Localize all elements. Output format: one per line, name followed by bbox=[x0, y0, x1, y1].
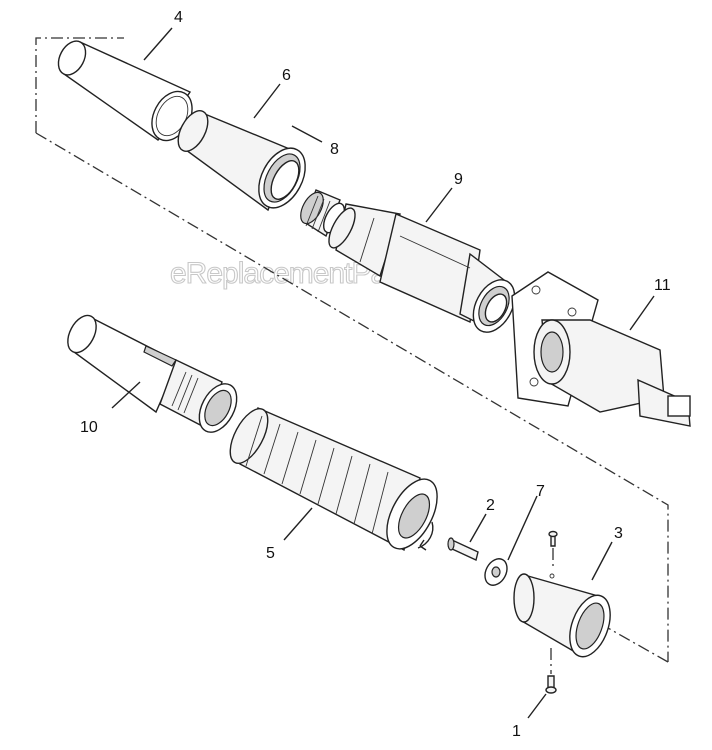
part-2-pin bbox=[447, 537, 479, 561]
callouts: 4 6 8 9 11 10 5 2 7 3 1 bbox=[80, 9, 671, 740]
leader-lines bbox=[111, 27, 655, 719]
assembly-boundary bbox=[35, 37, 669, 663]
part-4-sleeve bbox=[57, 40, 193, 142]
part-5-ribbed-body bbox=[229, 407, 438, 552]
part-9-motor bbox=[328, 203, 516, 333]
callout-10: 10 bbox=[80, 419, 98, 436]
part-1-screw bbox=[545, 675, 557, 694]
callout-2: 2 bbox=[486, 497, 495, 514]
callout-6: 6 bbox=[282, 67, 291, 84]
part-3-collar bbox=[513, 573, 611, 658]
upper-screw bbox=[548, 530, 558, 547]
part-7-washer bbox=[484, 558, 508, 586]
part-10-handle bbox=[67, 314, 238, 433]
callout-8: 8 bbox=[330, 141, 339, 158]
callout-5: 5 bbox=[266, 545, 275, 562]
callout-4: 4 bbox=[174, 9, 183, 26]
part-8-gear bbox=[300, 189, 346, 238]
callout-9: 9 bbox=[454, 171, 463, 188]
part-11-flange-drive bbox=[511, 271, 691, 427]
part-6-housing bbox=[177, 110, 306, 212]
callout-7: 7 bbox=[536, 483, 545, 500]
callout-1: 1 bbox=[512, 723, 521, 740]
callout-11: 11 bbox=[654, 277, 671, 294]
callout-3: 3 bbox=[614, 525, 623, 542]
